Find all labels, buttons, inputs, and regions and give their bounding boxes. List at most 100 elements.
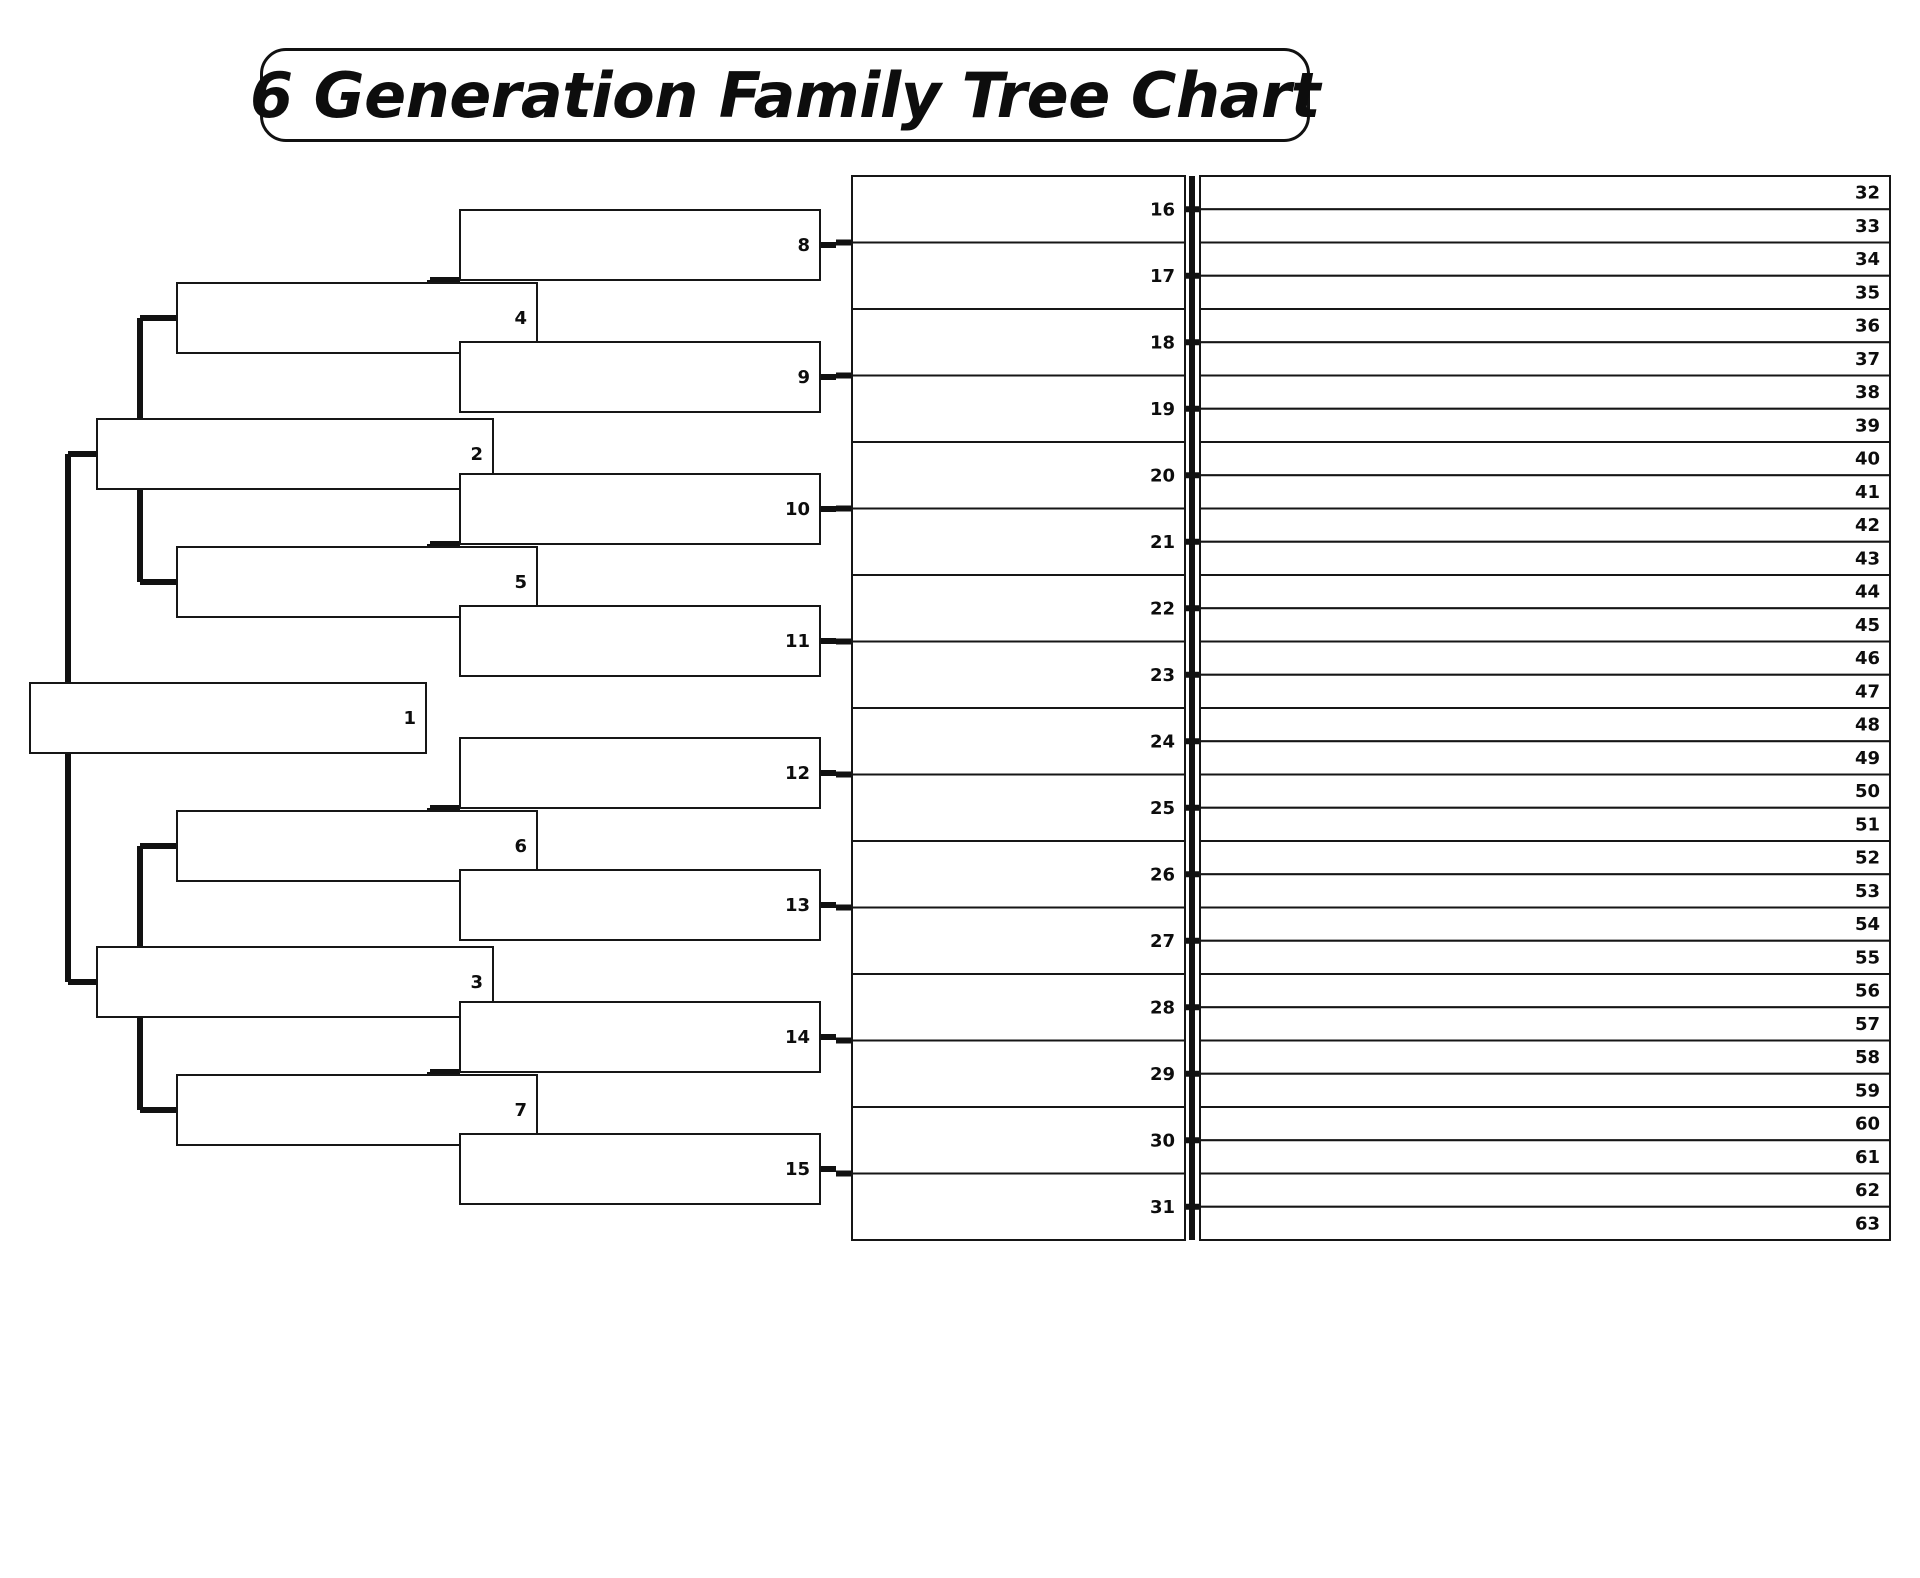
pedigree-box-18[interactable] [851,308,1186,377]
pedigree-box-41[interactable] [1199,474,1891,510]
pedigree-box-number-9: 9 [797,367,810,388]
pedigree-box-number-5: 5 [514,572,527,593]
pedigree-box-number-4: 4 [514,308,527,329]
pedigree-box-13[interactable] [459,869,821,941]
pedigree-box-number-47: 47 [1855,681,1880,702]
pedigree-box-number-23: 23 [1150,665,1175,686]
pedigree-box-55[interactable] [1199,939,1891,975]
pedigree-box-10[interactable] [459,473,821,545]
pedigree-box-number-34: 34 [1855,249,1880,270]
pedigree-box-number-6: 6 [514,836,527,857]
pedigree-box-34[interactable] [1199,241,1891,277]
pedigree-box-47[interactable] [1199,673,1891,709]
pedigree-box-21[interactable] [851,507,1186,576]
pedigree-box-number-15: 15 [785,1159,810,1180]
pedigree-box-62[interactable] [1199,1172,1891,1208]
label-layer: 1234567891011121314151617181920212223242… [403,183,1880,1235]
pedigree-box-number-58: 58 [1855,1047,1880,1068]
pedigree-box-22[interactable] [851,574,1186,643]
pedigree-box-2[interactable] [96,418,494,490]
pedigree-box-number-40: 40 [1855,449,1880,470]
pedigree-box-36[interactable] [1199,308,1891,344]
pedigree-box-12[interactable] [459,737,821,809]
pedigree-box-number-60: 60 [1855,1114,1880,1135]
pedigree-box-number-26: 26 [1150,864,1175,885]
pedigree-box-51[interactable] [1199,806,1891,842]
pedigree-box-61[interactable] [1199,1139,1891,1175]
pedigree-box-63[interactable] [1199,1205,1891,1241]
pedigree-box-23[interactable] [851,640,1186,709]
pedigree-box-14[interactable] [459,1001,821,1073]
pedigree-box-8[interactable] [459,209,821,281]
pedigree-box-number-59: 59 [1855,1080,1880,1101]
pedigree-box-25[interactable] [851,773,1186,842]
pedigree-box-3[interactable] [96,946,494,1018]
pedigree-box-number-35: 35 [1855,282,1880,303]
pedigree-box-37[interactable] [1199,341,1891,377]
pedigree-box-number-27: 27 [1150,931,1175,952]
pedigree-box-59[interactable] [1199,1072,1891,1108]
pedigree-box-number-56: 56 [1855,981,1880,1002]
pedigree-box-number-37: 37 [1855,349,1880,370]
pedigree-box-28[interactable] [851,973,1186,1042]
pedigree-box-31[interactable] [851,1172,1186,1241]
pedigree-box-52[interactable] [1199,840,1891,876]
pedigree-box-19[interactable] [851,374,1186,443]
pedigree-box-29[interactable] [851,1039,1186,1108]
pedigree-box-number-31: 31 [1150,1197,1175,1218]
pedigree-box-33[interactable] [1199,208,1891,244]
pedigree-box-26[interactable] [851,840,1186,909]
pedigree-box-32[interactable] [1199,175,1891,211]
pedigree-box-16[interactable] [851,175,1186,244]
pedigree-box-number-41: 41 [1855,482,1880,503]
pedigree-box-45[interactable] [1199,607,1891,643]
pedigree-box-1[interactable] [29,682,427,754]
pedigree-box-42[interactable] [1199,507,1891,543]
pedigree-box-number-50: 50 [1855,781,1880,802]
pedigree-box-number-11: 11 [785,631,810,652]
chart-title-box: 6 Generation Family Tree Chart [250,48,1321,142]
pedigree-box-53[interactable] [1199,873,1891,909]
pedigree-box-number-20: 20 [1150,465,1175,486]
pedigree-box-9[interactable] [459,341,821,413]
pedigree-box-number-38: 38 [1855,382,1880,403]
pedigree-box-number-45: 45 [1855,615,1880,636]
pedigree-box-number-3: 3 [470,972,483,993]
pedigree-box-40[interactable] [1199,441,1891,477]
pedigree-box-58[interactable] [1199,1039,1891,1075]
pedigree-box-35[interactable] [1199,274,1891,310]
pedigree-box-46[interactable] [1199,640,1891,676]
pedigree-box-number-18: 18 [1150,332,1175,353]
pedigree-box-number-62: 62 [1855,1180,1880,1201]
pedigree-box-20[interactable] [851,441,1186,510]
pedigree-box-30[interactable] [851,1106,1186,1175]
pedigree-box-15[interactable] [459,1133,821,1205]
pedigree-box-number-49: 49 [1855,748,1880,769]
pedigree-box-39[interactable] [1199,407,1891,443]
pedigree-box-50[interactable] [1199,773,1891,809]
pedigree-box-17[interactable] [851,241,1186,310]
pedigree-box-56[interactable] [1199,973,1891,1009]
pedigree-box-57[interactable] [1199,1006,1891,1042]
pedigree-box-number-13: 13 [785,895,810,916]
pedigree-box-number-16: 16 [1150,199,1175,220]
pedigree-box-number-54: 54 [1855,914,1880,935]
pedigree-box-49[interactable] [1199,740,1891,776]
pedigree-box-number-48: 48 [1855,715,1880,736]
pedigree-box-48[interactable] [1199,707,1891,743]
pedigree-box-11[interactable] [459,605,821,677]
pedigree-box-number-51: 51 [1855,814,1880,835]
pedigree-box-38[interactable] [1199,374,1891,410]
pedigree-box-24[interactable] [851,707,1186,776]
pedigree-box-43[interactable] [1199,540,1891,576]
pedigree-box-60[interactable] [1199,1106,1891,1142]
pedigree-box-number-22: 22 [1150,598,1175,619]
pedigree-box-number-8: 8 [797,235,810,256]
pedigree-box-54[interactable] [1199,906,1891,942]
pedigree-box-number-63: 63 [1855,1213,1880,1234]
pedigree-box-44[interactable] [1199,574,1891,610]
pedigree-box-number-21: 21 [1150,532,1175,553]
pedigree-box-number-43: 43 [1855,548,1880,569]
pedigree-box-number-29: 29 [1150,1064,1175,1085]
pedigree-box-27[interactable] [851,906,1186,975]
